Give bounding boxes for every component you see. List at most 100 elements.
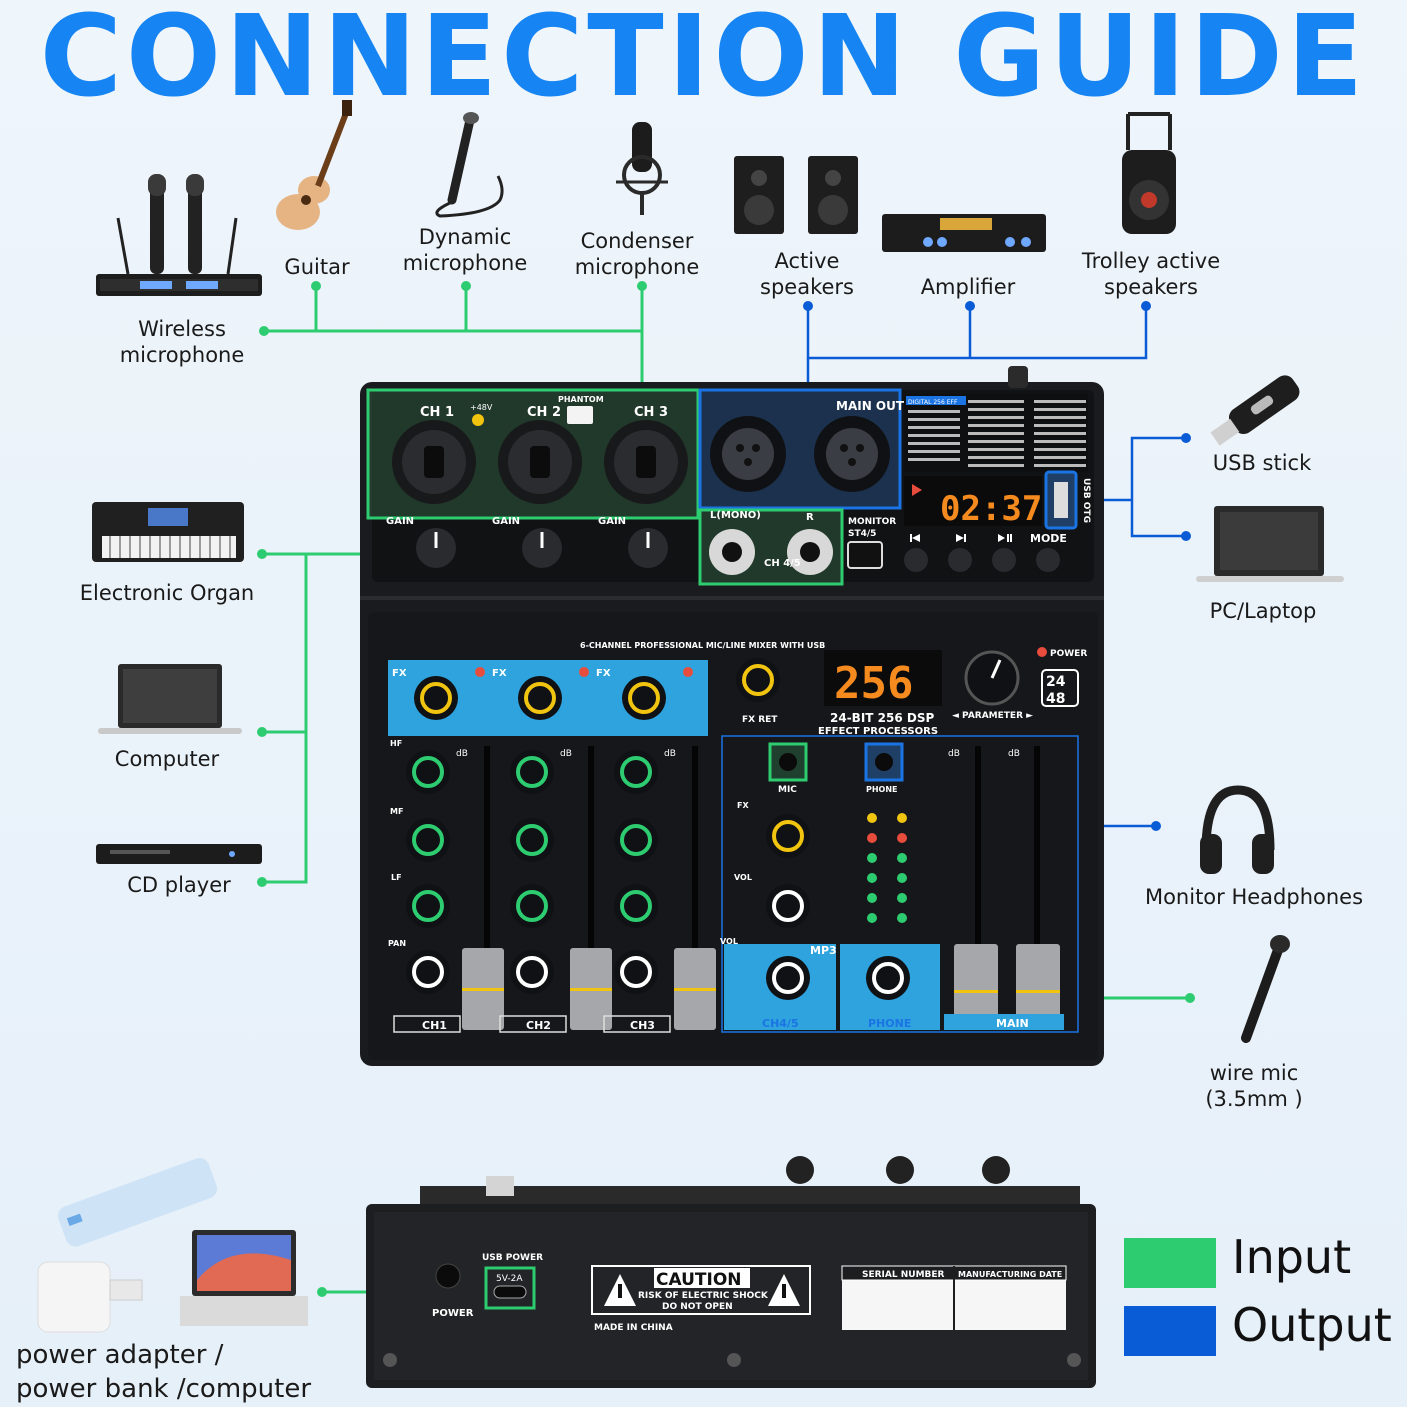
do-not-open-label: DO NOT OPEN: [662, 1302, 733, 1312]
power-source-label: power adapter / power bank /computer: [16, 1338, 356, 1406]
dsp-display: 256: [834, 658, 913, 709]
legend-input-swatch: [1124, 1238, 1216, 1288]
strip-ch1-label: CH1: [422, 1019, 447, 1032]
wire-mic-label-line1: wire mic: [1209, 1061, 1299, 1085]
usb-stick-label: USB stick: [1212, 451, 1312, 475]
mp3-vol-label: VOL: [720, 937, 738, 946]
strip-phone-label: PHONE: [868, 1017, 911, 1030]
active-speakers-label-line2: speakers: [760, 275, 854, 299]
dynamic-microphone-icon: [435, 112, 504, 218]
guitar-icon: [276, 100, 352, 230]
phantom-48v-label: +48V: [470, 403, 493, 412]
pc-laptop-label: PC/Laptop: [1209, 599, 1317, 623]
strip-ch2-label: CH2: [526, 1019, 551, 1032]
ch45-jack-label: CH 4/5: [764, 558, 801, 569]
usb-power-label: USB POWER: [482, 1253, 543, 1263]
electronic-organ-icon: [92, 502, 244, 562]
power-laptop-icon: [180, 1230, 308, 1326]
usb-stick-icon: [1210, 375, 1300, 446]
previous-button[interactable]: [904, 548, 928, 572]
ch3-label: CH 3: [634, 405, 668, 420]
mic-jack-label: MIC: [778, 785, 797, 795]
wire-mic-icon: [1241, 935, 1290, 1043]
wireless-microphone-icon: [96, 174, 262, 296]
legend-output-swatch: [1124, 1306, 1216, 1356]
channel-faders: [462, 746, 716, 1030]
page-title: CONNECTION GUIDE: [39, 0, 1368, 122]
fx3-label: FX: [596, 668, 611, 679]
monitor-label: MONITOR: [848, 517, 896, 527]
lf-label: LF: [391, 873, 402, 882]
pc-laptop-icon: [1196, 506, 1344, 582]
bit-depth-label: 24: [1046, 674, 1066, 690]
phantom-label: PHANTOM: [558, 395, 604, 404]
amplifier-label: Amplifier: [920, 275, 1016, 299]
play-pause-button[interactable]: [992, 548, 1016, 572]
db-label-2: dB: [560, 749, 572, 759]
digital-effects-label: DIGITAL 256 EFF: [908, 399, 958, 406]
strip-ch45-label: CH4/5: [762, 1017, 799, 1030]
legend-input-label: Input: [1232, 1230, 1352, 1284]
strip-ch3-label: CH3: [630, 1019, 655, 1032]
power-adapter-icon: [37, 1261, 143, 1333]
cd-player-icon: [96, 844, 262, 864]
caution-label: CAUTION: [656, 1270, 742, 1290]
computer-label: Computer: [114, 747, 220, 771]
wireless-mic-label-line1: Wireless: [138, 317, 226, 341]
made-in-label: MADE IN CHINA: [594, 1323, 673, 1333]
dynamic-mic-label-line2: microphone: [402, 251, 528, 275]
legend-output-label: Output: [1232, 1298, 1392, 1352]
trolley-speaker-icon: [1122, 112, 1176, 234]
parameter-label: ◄ PARAMETER ►: [952, 711, 1033, 721]
active-speakers-label: Active speakers: [742, 248, 872, 300]
mfg-date-label: MANUFACTURING DATE: [958, 1270, 1062, 1279]
main-db-label-r: dB: [1008, 749, 1020, 759]
hf-label: HF: [390, 739, 402, 748]
fx1-label: FX: [392, 668, 407, 679]
gain1-label: GAIN: [386, 516, 414, 527]
main-db-label-l: dB: [948, 749, 960, 759]
active-speakers-label-line1: Active: [774, 249, 840, 273]
main-out-label: MAIN OUT: [836, 399, 905, 413]
trolley-speakers-label-line1: Trolley active: [1081, 249, 1221, 273]
condenser-mic-label: Condenser microphone: [564, 228, 710, 280]
usb-rating-label: 5V-2A: [496, 1274, 523, 1284]
mixer-description: 6-CHANNEL PROFESSIONAL MIC/LINE MIXER WI…: [580, 641, 825, 650]
main-right-fader[interactable]: [1016, 944, 1060, 1028]
effect-processors-label: EFFECT PROCESSORS: [818, 726, 938, 737]
mp3-label: MP3: [810, 944, 837, 957]
condenser-microphone-icon: [616, 122, 668, 215]
computer-icon: [98, 664, 242, 734]
wireless-mic-label: Wireless microphone: [96, 316, 268, 368]
input-connection-dots: [257, 281, 1195, 1297]
risk-label: RISK OF ELECTRIC SHOCK: [638, 1291, 769, 1301]
trolley-speakers-label: Trolley active speakers: [1070, 248, 1232, 300]
mixer-back-panel: POWER USB POWER 5V-2A CAUTION RISK OF EL…: [366, 1156, 1096, 1388]
active-speakers-icon: [734, 156, 858, 234]
gain3-label: GAIN: [598, 516, 626, 527]
next-button[interactable]: [948, 548, 972, 572]
main-left-fader[interactable]: [954, 944, 998, 1028]
electronic-organ-label: Electronic Organ: [79, 581, 255, 605]
transport-buttons: [904, 534, 1060, 572]
guitar-label: Guitar: [284, 255, 350, 279]
serial-number-label: SERIAL NUMBER: [862, 1270, 945, 1280]
power-source-label-line1: power adapter /: [16, 1340, 224, 1370]
wire-mic-label-line2: (3.5mm ): [1205, 1087, 1303, 1111]
monitor-headphones-label: Monitor Headphones: [1144, 885, 1364, 909]
mixer-top: CH 1 CH 2 CH 3 +48V PHANTOM GAIN GAIN GA…: [360, 366, 1104, 1066]
mode-button[interactable]: [1036, 548, 1060, 572]
dynamic-mic-label: Dynamic microphone: [392, 224, 538, 276]
st45-label: ST4/5: [848, 529, 876, 539]
l-mono-label: L(MONO): [710, 510, 761, 521]
db-label-3: dB: [664, 749, 676, 759]
condenser-mic-label-line2: microphone: [574, 255, 700, 279]
power-led-label: POWER: [1050, 649, 1087, 659]
ch45-fx-label: FX: [737, 801, 749, 810]
usb-otg-label: USB OTG: [1081, 478, 1091, 523]
trolley-speakers-label-line2: speakers: [1104, 275, 1198, 299]
phone-jack-label: PHONE: [866, 785, 898, 794]
fx2-label: FX: [492, 668, 507, 679]
eq-knobs: [406, 750, 658, 994]
